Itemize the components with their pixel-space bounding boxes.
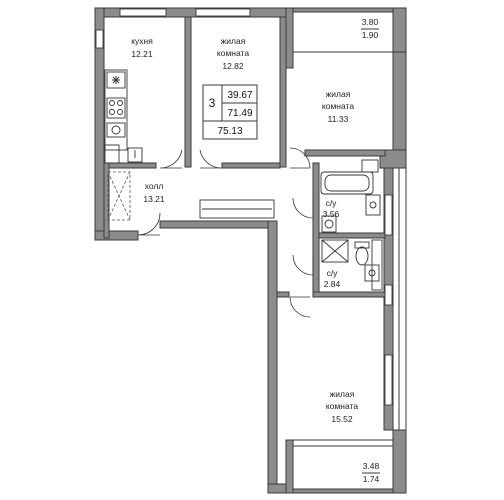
- room-hall: холл 13.21: [143, 181, 165, 204]
- balcony-top-label: 3.80 1.90: [361, 17, 379, 40]
- window-frames: [95, 8, 393, 406]
- area-summary-box: [202, 84, 258, 140]
- room-living-2: жилая комната 11.33: [322, 89, 354, 124]
- balcony-bottom-label: 3.48 1.74: [362, 461, 380, 484]
- balcony-area: 3.80: [362, 17, 379, 27]
- room-area: 12.82: [222, 61, 244, 71]
- room-name: комната: [326, 401, 358, 411]
- room-name: комната: [322, 101, 354, 111]
- room-area: 12.21: [131, 49, 153, 59]
- room-area: 13.21: [143, 194, 165, 204]
- kitchen-fixtures: [104, 69, 143, 164]
- balcony-area-coef: 1.74: [363, 474, 380, 484]
- room-living-3: жилая комната 15.52: [326, 389, 358, 424]
- room-name: жилая: [221, 36, 246, 46]
- room-area: 3.56: [323, 209, 340, 219]
- room-name: с/у: [327, 268, 339, 278]
- outer-walls: [94, 7, 407, 494]
- room-name: жилая: [330, 389, 355, 399]
- room-name: холл: [145, 181, 164, 191]
- bathroom-2-fixtures: [321, 239, 383, 291]
- room-name: кухня: [131, 36, 153, 46]
- room-bathroom-1: с/у 3.56: [323, 198, 340, 219]
- living-area: 39.67: [227, 90, 252, 101]
- rooms-count: 3: [209, 96, 216, 110]
- balcony-top: [285, 7, 407, 69]
- bathroom-1-fixtures: [320, 159, 381, 233]
- internal-walls: [103, 16, 386, 298]
- room-name: комната: [217, 48, 249, 58]
- side-strip: [379, 149, 407, 431]
- room-name: жилая: [326, 89, 351, 99]
- room-kitchen: кухня 12.21: [131, 36, 153, 59]
- balcony-bottom: [285, 429, 407, 494]
- room-name: с/у: [326, 198, 338, 208]
- total-area: 71.49: [227, 108, 252, 119]
- hall-wardrobe: [107, 171, 275, 221]
- balcony-area-coef: 1.90: [362, 30, 379, 40]
- summary-values: 3 39.67 71.49 75.13: [209, 90, 253, 137]
- room-living-1: жилая комната 12.82: [217, 36, 249, 71]
- room-area: 2.84: [324, 279, 341, 289]
- room-area: 15.52: [331, 414, 353, 424]
- doors: [137, 147, 314, 318]
- room-bathroom-2: с/у 2.84: [324, 268, 341, 289]
- total-area-with-balconies: 75.13: [217, 126, 242, 137]
- balcony-area: 3.48: [363, 461, 380, 471]
- room-area: 11.33: [328, 114, 349, 124]
